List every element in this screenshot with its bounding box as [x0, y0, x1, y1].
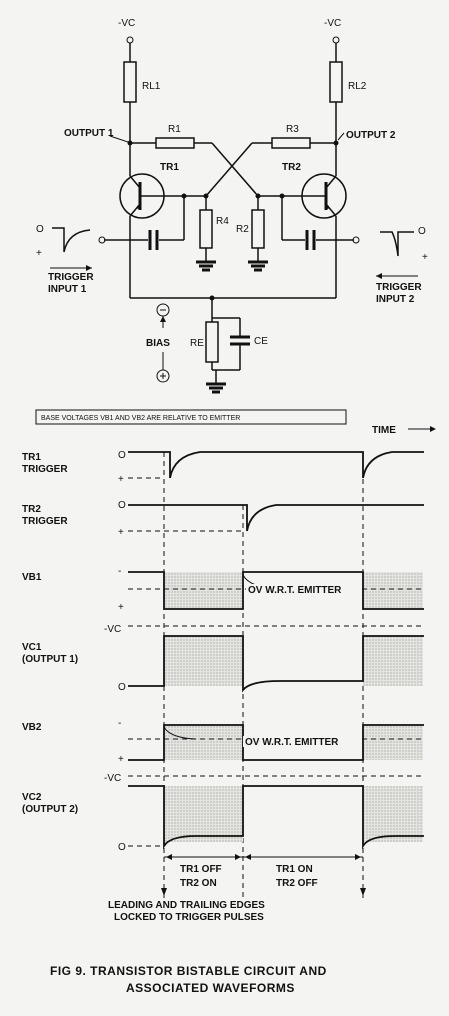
- note-text: BASE VOLTAGES VB1 AND VB2 ARE RELATIVE T…: [41, 415, 240, 422]
- figure-caption-line2: ASSOCIATED WAVEFORMS: [126, 981, 295, 995]
- ground-icon: [248, 260, 268, 272]
- vb1-axis-minus: -: [118, 566, 121, 577]
- tr1-trigger-line1: TR1: [22, 452, 41, 463]
- tr2-axis-plus: +: [118, 527, 124, 538]
- state2-line2: TR2 OFF: [276, 878, 318, 889]
- resistor-re: [205, 321, 219, 363]
- tr1-label: TR1: [160, 162, 179, 173]
- supply-left-label: -VC: [118, 18, 135, 29]
- ce-label: CE: [254, 336, 268, 347]
- vc1-minus-vc: -VC: [104, 624, 121, 635]
- resistor-r4: [199, 209, 213, 249]
- trigger1-pulse-icon: [52, 227, 91, 253]
- vc2-axis-zero: O: [118, 842, 126, 853]
- ov-emitter-label-1: OV W.R.T. EMITTER: [248, 585, 342, 596]
- supply-right-label: -VC: [324, 18, 341, 29]
- trigger2-plus: +: [422, 252, 428, 263]
- trigger-input2-line1: TRIGGER: [376, 282, 422, 293]
- resistor-r1: [155, 137, 195, 149]
- tr1-trigger-line2: TRIGGER: [22, 464, 68, 475]
- resistor-r3: [271, 137, 311, 149]
- ground-icon: [196, 260, 216, 272]
- trigger2-pulse-icon: [380, 231, 414, 257]
- resistor-r2: [251, 209, 265, 249]
- r2-label: R2: [236, 224, 249, 235]
- ov-emitter-label-2: OV W.R.T. EMITTER: [245, 737, 339, 748]
- state2-line1: TR1 ON: [276, 864, 313, 875]
- tr2-trigger-line1: TR2: [22, 504, 41, 515]
- vc1-line2: (OUTPUT 1): [22, 654, 78, 665]
- vc1-axis-zero: O: [118, 682, 126, 693]
- vb1-axis-plus: +: [118, 602, 124, 613]
- r4-label: R4: [216, 216, 229, 227]
- vb2-axis-plus: +: [118, 754, 124, 765]
- resistor-rl1: [123, 61, 137, 103]
- rl2-label: RL2: [348, 81, 367, 92]
- edges-note-line1: LEADING AND TRAILING EDGES: [108, 900, 265, 911]
- vc2-minus-vc: -VC: [104, 773, 121, 784]
- circuit-diagram: -VC RL1 OUTPUT 1 -VC RL2 OUTPUT 2 R1 R3: [36, 18, 428, 394]
- tr1-axis-zero: O: [118, 450, 126, 461]
- r1-label: R1: [168, 124, 181, 135]
- rl1-label: RL1: [142, 81, 161, 92]
- supply-left-terminal: [126, 36, 134, 44]
- tr2-trigger-waveform: [128, 504, 424, 532]
- note-box: [35, 409, 347, 425]
- vb1-label: VB1: [22, 572, 42, 583]
- waveform-diagram: BASE VOLTAGES VB1 AND VB2 ARE RELATIVE T…: [22, 409, 436, 923]
- output1-label: OUTPUT 1: [64, 128, 114, 139]
- vb1-waveform: [128, 571, 424, 610]
- trigger-input1-line2: INPUT 1: [48, 284, 87, 295]
- vb2-axis-minus: -: [118, 718, 121, 729]
- output2-label: OUTPUT 2: [346, 130, 396, 141]
- edges-note-line2: LOCKED TO TRIGGER PULSES: [114, 912, 264, 923]
- tr1-trigger-waveform: [128, 451, 424, 479]
- tr1-axis-plus: +: [118, 474, 124, 485]
- r3-label: R3: [286, 124, 299, 135]
- trigger-input1-line1: TRIGGER: [48, 272, 94, 283]
- vc2-waveform: [128, 785, 424, 850]
- trigger2-zero: O: [418, 226, 426, 237]
- re-label: RE: [190, 338, 204, 349]
- resistor-rl2: [329, 61, 343, 103]
- supply-right-terminal: [332, 36, 340, 44]
- tr2-trigger-line2: TRIGGER: [22, 516, 68, 527]
- vc1-waveform: [128, 635, 424, 693]
- vc2-line2: (OUTPUT 2): [22, 804, 78, 815]
- vc1-line1: VC1: [22, 642, 42, 653]
- state1-line1: TR1 OFF: [180, 864, 222, 875]
- state1-line2: TR2 ON: [180, 878, 217, 889]
- tr2-axis-zero: O: [118, 500, 126, 511]
- time-label: TIME: [372, 425, 396, 436]
- ground-icon: [206, 382, 226, 394]
- figure-caption-line1: FIG 9. TRANSISTOR BISTABLE CIRCUIT AND: [50, 964, 327, 978]
- vc2-line1: VC2: [22, 792, 42, 803]
- vb2-label: VB2: [22, 722, 42, 733]
- tr2-label: TR2: [282, 162, 301, 173]
- trigger1-plus: +: [36, 248, 42, 259]
- bias-plus-terminal: [156, 369, 170, 383]
- trigger1-zero: O: [36, 224, 44, 235]
- bias-label: BIAS: [146, 338, 170, 349]
- trigger-input2-line2: INPUT 2: [376, 294, 415, 305]
